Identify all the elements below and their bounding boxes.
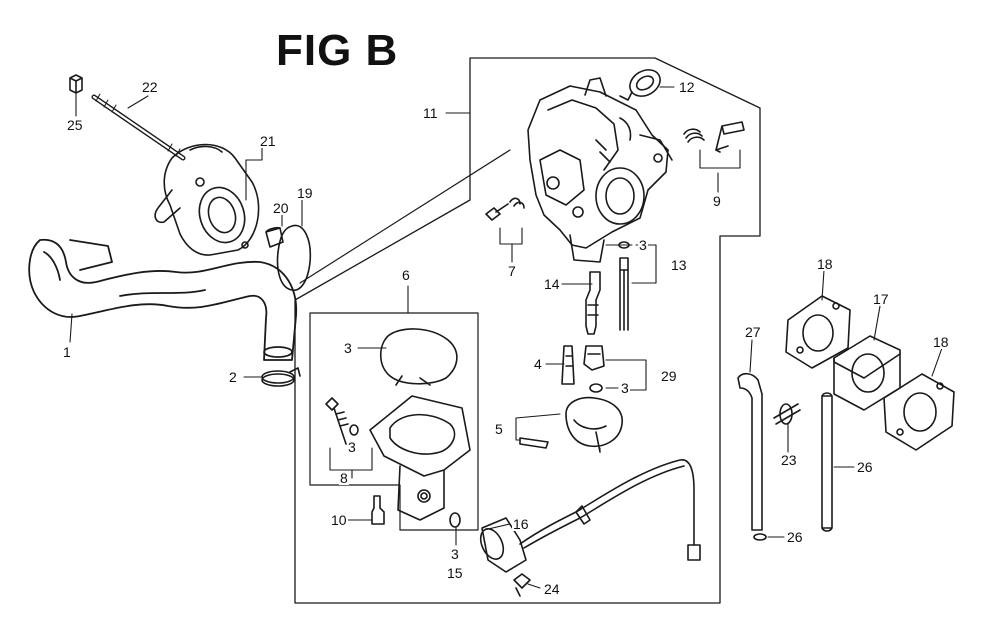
callout-2: 2 — [228, 369, 238, 385]
part9-bracket — [699, 149, 741, 169]
nut — [69, 74, 83, 94]
part5-bracket — [515, 413, 561, 441]
callout-7: 7 — [507, 263, 517, 279]
part29-bracket — [605, 359, 647, 391]
callout-12: 12 — [678, 79, 696, 95]
assembly-link-line — [299, 149, 511, 284]
solenoid-screw — [513, 573, 531, 597]
callout-10: 10 — [330, 512, 348, 528]
carburetor-body — [527, 77, 673, 263]
callout-16: 16 — [512, 516, 530, 532]
callout-3-a: 3 — [638, 237, 648, 253]
ring — [753, 533, 767, 541]
breather-tube — [737, 372, 763, 531]
tube-clip — [773, 403, 801, 425]
callout-29: 29 — [660, 368, 678, 384]
callout-21: 21 — [259, 133, 277, 149]
dowel-pin — [265, 226, 284, 248]
intake-insulator — [154, 143, 260, 256]
callout-17: 17 — [872, 291, 890, 307]
callout-25: 25 — [66, 117, 84, 133]
callout-15: 15 — [446, 565, 464, 581]
callout-27: 27 — [744, 324, 762, 340]
drain-tube — [821, 392, 833, 532]
callout-24: 24 — [543, 581, 561, 597]
callout-3-c: 3 — [620, 380, 630, 396]
callout-1: 1 — [62, 344, 72, 360]
air-hose — [28, 238, 298, 361]
callout-5: 5 — [494, 421, 504, 437]
callout-8: 8 — [339, 470, 349, 486]
callout-26-b: 26 — [786, 529, 804, 545]
stud-bolt — [91, 93, 186, 161]
float-chamber — [369, 395, 471, 521]
intake-insulator-b — [833, 335, 901, 411]
part7-bracket — [499, 227, 523, 245]
callout-3-b: 3 — [343, 340, 353, 356]
hose-clamp — [261, 367, 301, 387]
callout-22: 22 — [141, 79, 159, 95]
callout-4: 4 — [533, 356, 543, 372]
pilot-jet — [561, 345, 575, 385]
pilot-screw — [485, 197, 525, 221]
callout-19: 19 — [296, 185, 314, 201]
callout-18-a: 18 — [816, 256, 834, 272]
callout-6: 6 — [401, 267, 411, 283]
leader-lines — [69, 86, 943, 589]
chamber-screw — [325, 397, 359, 445]
intake-gasket-a — [785, 295, 851, 369]
washer-b — [589, 383, 603, 393]
throttle-stop-screw — [683, 121, 745, 153]
fuel-cut-solenoid — [479, 459, 701, 573]
rubber-seal — [619, 69, 661, 101]
part8-bracket — [329, 447, 373, 471]
main-jet — [583, 345, 605, 371]
callout-26-a: 26 — [856, 459, 874, 475]
callout-14: 14 — [543, 276, 561, 292]
callout-13: 13 — [670, 257, 688, 273]
washer-c — [449, 512, 461, 528]
callout-18-b: 18 — [932, 334, 950, 350]
figure-title: FIG B — [276, 26, 399, 75]
float — [519, 396, 623, 453]
callout-11: 11 — [422, 105, 439, 121]
callout-3-d: 3 — [347, 439, 357, 455]
float-chamber-group-frame — [309, 312, 479, 531]
callout-23: 23 — [780, 452, 798, 468]
chamber-gasket — [379, 328, 458, 386]
needle-jet — [619, 257, 629, 331]
carburetor-assembly-boundary — [294, 57, 761, 604]
callout-9: 9 — [712, 193, 722, 209]
intake-gasket-b — [883, 373, 955, 451]
drain-screw — [371, 495, 385, 525]
gasket — [276, 224, 312, 291]
main-nozzle — [585, 271, 601, 335]
callout-3-e: 3 — [450, 546, 460, 562]
callout-20: 20 — [272, 200, 290, 216]
